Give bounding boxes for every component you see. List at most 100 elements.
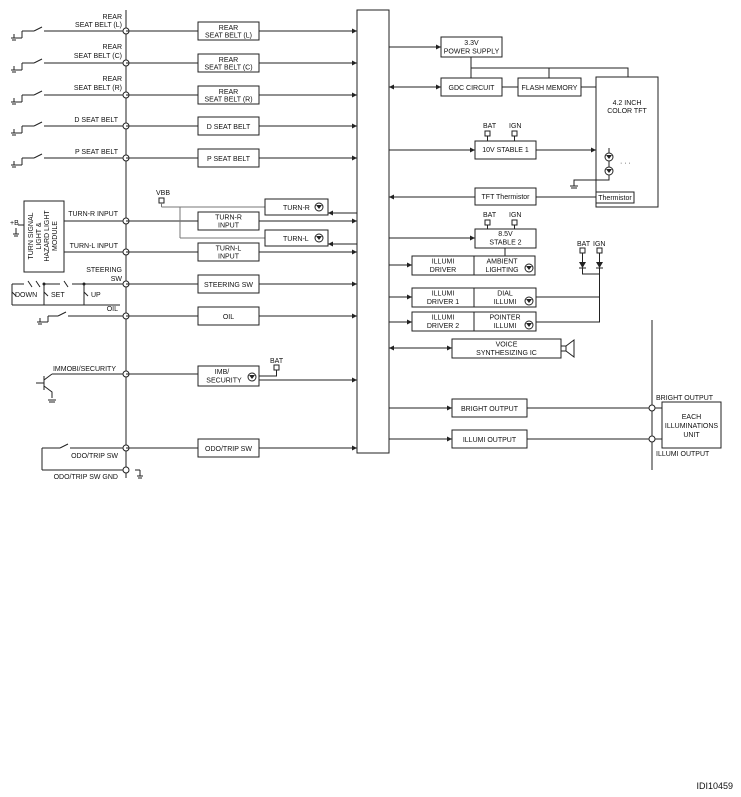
block-turn-r <box>264 198 329 216</box>
block-pointer-illumi <box>473 311 537 332</box>
row-p-seat-belt: P SEAT BELT P SEAT BELT <box>11 148 357 168</box>
row-d-seat-belt: D SEAT BELT D SEAT BELT <box>11 116 357 136</box>
svg-text:IGN: IGN <box>593 241 605 248</box>
svg-text:REAR: REAR <box>219 25 238 32</box>
svg-text:+B: +B <box>10 220 19 227</box>
svg-text:ILLUMI: ILLUMI <box>494 323 517 330</box>
svg-text:UP: UP <box>91 292 101 299</box>
svg-text:UNIT: UNIT <box>683 432 700 439</box>
svg-text:TURN-R: TURN-R <box>215 215 242 222</box>
svg-text:OIL: OIL <box>107 306 118 313</box>
row-oil: OIL OIL <box>37 306 357 326</box>
svg-text:P SEAT BELT: P SEAT BELT <box>207 156 251 163</box>
terminal-icon <box>511 130 518 137</box>
block-85v-stable: BAT IGN 8.5V STABLE 2 <box>389 212 537 249</box>
row-rear-seat-belt-c: REAR SEAT BELT (C) REAR SEAT BELT (C) <box>11 44 357 73</box>
block-each-illuminations-unit <box>661 401 722 449</box>
svg-text:DOWN: DOWN <box>15 292 37 299</box>
block-dial-illumi <box>473 287 537 308</box>
row-dial-illumi: ILLUMI DRIVER 1 DIAL ILLUMI <box>389 287 537 308</box>
svg-text:MODULE: MODULE <box>52 221 59 251</box>
terminal-icon <box>158 197 165 204</box>
svg-text:3.3V: 3.3V <box>464 40 479 47</box>
svg-text:D SEAT BELT: D SEAT BELT <box>207 124 251 131</box>
led-icon <box>314 233 324 243</box>
block-10v-stable: BAT IGN 10V STABLE 1 <box>389 123 596 160</box>
svg-text:POWER SUPPLY: POWER SUPPLY <box>444 49 500 56</box>
svg-text:IMMOBI/SECURITY: IMMOBI/SECURITY <box>53 366 116 373</box>
svg-text:REAR: REAR <box>219 57 238 64</box>
bat-ign-leds: BAT IGN <box>536 241 605 323</box>
ground-icon <box>11 98 22 105</box>
svg-text:IGN: IGN <box>509 123 521 130</box>
svg-text:SEAT BELT (L): SEAT BELT (L) <box>205 33 252 40</box>
svg-text:SEAT BELT (R): SEAT BELT (R) <box>204 97 252 104</box>
terminal-icon <box>484 219 491 226</box>
row-outputs: BRIGHT OUTPUT ILLUMI OUTPUT BRIGHT OUTPU… <box>389 320 722 470</box>
diode-icon <box>596 262 603 268</box>
svg-text:D SEAT BELT: D SEAT BELT <box>74 117 118 124</box>
svg-text:FLASH MEMORY: FLASH MEMORY <box>522 85 578 92</box>
svg-text:ILLUMINATIONS: ILLUMINATIONS <box>665 423 718 430</box>
svg-text:SEAT BELT (C): SEAT BELT (C) <box>204 65 252 72</box>
turn-signal-module: TURN SIGNAL LIGHT & HAZARD LIGHT MODULE … <box>10 200 126 273</box>
led-icon <box>524 263 534 273</box>
terminal-icon <box>273 364 280 371</box>
block-tft-thermistor: TFT Thermistor <box>389 187 596 206</box>
svg-text:ODO/TRIP SW GND: ODO/TRIP SW GND <box>54 474 118 481</box>
label-rear-l-2: SEAT BELT (L) <box>75 22 122 29</box>
svg-text:BAT: BAT <box>270 358 284 365</box>
row-immobi-security: IMMOBI/SECURITY IMB/ SECURITY BAT <box>36 358 357 403</box>
svg-text:INPUT: INPUT <box>218 223 240 230</box>
ground-icon <box>37 318 48 325</box>
svg-text:VBB: VBB <box>156 190 170 197</box>
svg-text:DRIVER 1: DRIVER 1 <box>427 299 459 306</box>
svg-text:EACH: EACH <box>682 414 701 421</box>
svg-text:TURN SIGNAL: TURN SIGNAL <box>28 212 35 259</box>
diagram-id: IDI10459 <box>696 781 733 791</box>
diode-icon <box>579 262 586 268</box>
svg-text:BRIGHT OUTPUT: BRIGHT OUTPUT <box>461 406 519 413</box>
svg-text:TURN-L INPUT: TURN-L INPUT <box>70 243 119 250</box>
svg-text:GDC CIRCUIT: GDC CIRCUIT <box>449 85 496 92</box>
svg-text:TFT Thermistor: TFT Thermistor <box>482 194 531 201</box>
svg-text:SW: SW <box>111 276 123 283</box>
terminal-icon <box>579 247 586 254</box>
led-icon <box>247 372 257 382</box>
svg-text:SET: SET <box>51 292 65 299</box>
svg-text:LIGHT &: LIGHT & <box>36 222 43 249</box>
svg-text:INPUT: INPUT <box>218 254 240 261</box>
svg-text:P SEAT BELT: P SEAT BELT <box>75 149 119 156</box>
row-rear-seat-belt-l: REAR SEAT BELT (L) REAR SEAT BELT (L) <box>11 14 357 41</box>
block-tft: 4.2 INCH COLOR TFT · · · Thermistor <box>570 76 659 208</box>
row-ambient-lighting: ILLUMI DRIVER AMBIENT LIGHTING <box>389 248 536 276</box>
row-odo-trip-sw: ODO/TRIP SW ODO/TRIP SW GND ODO/TRIP SW <box>41 438 357 481</box>
svg-text:IMB/: IMB/ <box>215 369 229 376</box>
svg-text:ILLUMI: ILLUMI <box>432 259 455 266</box>
row-rear-seat-belt-r: REAR SEAT BELT (R) REAR SEAT BELT (R) <box>11 76 357 105</box>
row-steering-sw: STEERING SW DOWN SET UP STEERING SW <box>11 267 357 306</box>
svg-text:BRIGHT OUTPUT: BRIGHT OUTPUT <box>656 395 714 402</box>
block-turn-l <box>264 229 329 247</box>
led-icon <box>604 166 614 176</box>
svg-text:IGN: IGN <box>509 212 521 219</box>
svg-text:10V STABLE 1: 10V STABLE 1 <box>482 147 529 154</box>
svg-text:HAZARD LIGHT: HAZARD LIGHT <box>44 210 51 262</box>
svg-text:TURN-R: TURN-R <box>283 205 310 212</box>
svg-text:· · ·: · · · <box>620 160 631 167</box>
svg-text:COLOR TFT: COLOR TFT <box>607 108 647 115</box>
svg-text:DRIVER 2: DRIVER 2 <box>427 323 459 330</box>
svg-text:ILLUMI: ILLUMI <box>494 299 517 306</box>
ground-icon <box>11 66 22 73</box>
svg-text:POINTER: POINTER <box>489 315 520 322</box>
led-icon <box>604 152 614 162</box>
svg-text:STABLE 2: STABLE 2 <box>489 240 521 247</box>
svg-text:TURN-R INPUT: TURN-R INPUT <box>68 211 118 218</box>
block-voice-ic: VOICE SYNTHESIZING IC <box>389 338 575 359</box>
svg-text:OIL: OIL <box>223 314 234 321</box>
svg-text:BAT: BAT <box>483 212 497 219</box>
svg-text:AMBIENT: AMBIENT <box>486 259 518 266</box>
svg-text:TURN-L: TURN-L <box>283 236 309 243</box>
svg-text:ILLUMI: ILLUMI <box>432 315 455 322</box>
ground-icon <box>570 175 610 189</box>
